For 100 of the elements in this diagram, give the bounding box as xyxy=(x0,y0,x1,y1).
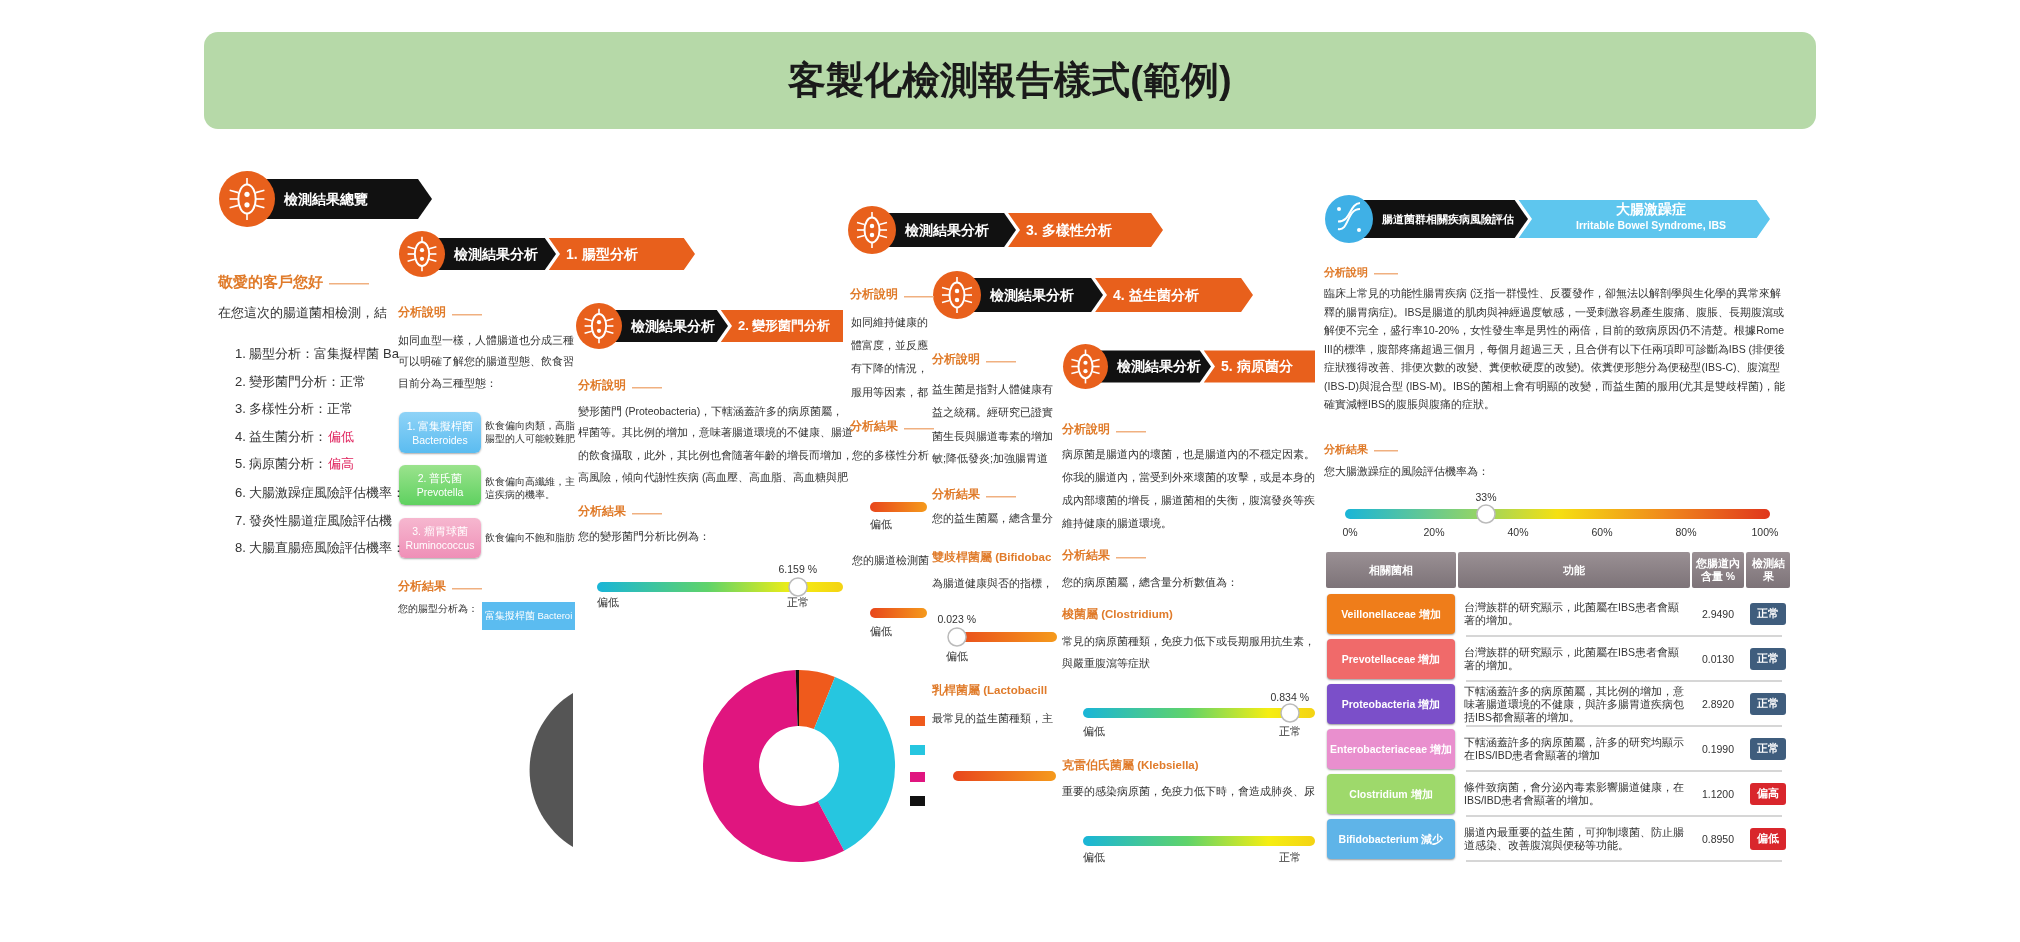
body-text: 您大腸激躁症的風險評估機率為： xyxy=(1324,465,1489,479)
axis-tick-label: 80% xyxy=(1675,526,1697,540)
gauge-label: 偏低 xyxy=(597,596,619,610)
category-description: 飲食偏向肉類，高脂腸型的人可能較難肥 xyxy=(485,419,576,445)
subheading: 乳桿菌屬 (Lactobacill xyxy=(932,682,1048,698)
banner-subtitle: 2. 變形菌門分析 xyxy=(738,317,831,335)
gauge-label: 偏低 xyxy=(870,518,892,532)
gauge-label: 偏低 xyxy=(1083,725,1105,739)
body-text: 可以明確了解您的腸道型態、飲食習 xyxy=(398,354,574,369)
title-band xyxy=(204,32,1816,129)
table-cell-text: 0.0130 xyxy=(1700,652,1736,667)
bacteria-cell: Proteobacteria 增加 xyxy=(1327,684,1455,724)
category-box xyxy=(399,465,481,505)
section-banner xyxy=(1062,343,1315,390)
status-text: 偏高 xyxy=(328,455,354,473)
section-heading: 分析說明 xyxy=(578,378,662,394)
body-text: 在您這次的腸道菌相檢測，結 xyxy=(218,304,387,322)
body-text: 有下降的情況， xyxy=(851,360,928,376)
body-text: 變形菌門 (Proteobacteria)，下轄涵蓋許多的病原菌屬， xyxy=(578,405,844,419)
gauge-label: 0.834 % xyxy=(1270,691,1310,705)
body-text: 益生菌是指對人體健康有 xyxy=(932,381,1053,397)
body-text: 目前分為三種型態： xyxy=(398,375,497,391)
body-text: 如同維持健康的 xyxy=(851,314,928,330)
gauge-label: 0.023 % xyxy=(937,613,977,627)
paragraph: 臨床上常見的功能性腸胃疾病 (泛指一群慢性、反覆發作，卻無法以解剖學與生化學的異常來解釋的腸胃病症)。IBS是腸道的肌肉與神經過度敏感，一受刺激容易產生腹痛、腹脹、長期腹瀉或解便不完全，盛行率10-20%，女性發生率是男性的兩倍，目前的致病原因仍不清楚。根據Rome III的標準，腹部疼痛超過三個月，每個月超過三天，且合併有以下任兩項即可診斷為IBS (排便後症狀獲得改善、排便次數的改變、糞便軟硬度的改變)。依糞便形態分為便秘型(IBS-C)、腹瀉型 (IBS-D)與混合型 (IBS-M)。IBS的菌相上會有明顯的改變，而益生菌的服用(尤其是雙歧桿菌)，能確實減輕IBS的腹脹與腹痛的症狀。 xyxy=(1324,286,1786,412)
table-cell-text: 下轄涵蓋許多的病原菌屬，其比例的增加，意味著腸道環境的不健康，與許多腸胃道疾病包括IBS都會顯著的增加。 xyxy=(1464,684,1685,724)
status-badge: 偏低 xyxy=(1750,828,1786,850)
body-text: 的飲食攝取，此外，其比例也會隨著年齡的增長而增加， xyxy=(578,449,853,463)
table-header-cell: 檢測結果 xyxy=(1746,552,1790,588)
section-banner xyxy=(398,230,695,278)
body-text: 您的多樣性分析 xyxy=(852,447,929,463)
axis-tick-label: 40% xyxy=(1507,526,1529,540)
category-label: 3. 瘤胃球菌 Ruminococcus xyxy=(404,524,476,552)
body-text: 菌生長與腸道毒素的增加 xyxy=(932,428,1053,444)
body-text: 你我的腸道內，當受到外來壞菌的攻擊，或是本身的 xyxy=(1062,469,1315,485)
gauge-label: 正常 xyxy=(1279,851,1301,865)
gauge-label: 偏低 xyxy=(1083,851,1105,865)
banner-title: 檢測結果分析 xyxy=(454,244,538,264)
subheading: 梭菌屬 (Clostridium) xyxy=(1062,606,1173,622)
body-text: 您的病原菌屬，總含量分析數值為： xyxy=(1062,574,1238,590)
body-text: 高風險，傾向代謝性疾病 (高血壓、高血脂、高血糖與肥 xyxy=(578,471,849,485)
body-text: 重要的感染病原菌，免疫力低下時，會造成肺炎、尿 xyxy=(1062,783,1315,799)
greeting-heading: 敬愛的客戶您好 xyxy=(218,272,369,292)
status-text: 偏低 xyxy=(328,428,354,446)
section-heading: 分析說明 xyxy=(850,287,934,303)
status-badge: 偏高 xyxy=(1750,783,1786,805)
gauge-label: 偏低 xyxy=(946,650,968,664)
status-badge: 正常 xyxy=(1750,693,1786,715)
section-heading: 分析說明 xyxy=(932,352,1016,368)
axis-tick-label: 20% xyxy=(1423,526,1445,540)
category-label: 1. 富集擬桿菌 Bacteroides xyxy=(405,418,475,447)
status-badge: 正常 xyxy=(1750,603,1786,625)
axis-tick-label: 0% xyxy=(1342,526,1358,540)
table-header-cell: 相關菌相 xyxy=(1326,552,1456,588)
section-banner xyxy=(932,270,1253,320)
body-text: 您的腸道檢測菌 xyxy=(852,552,929,568)
section-heading: 分析結果 xyxy=(1062,548,1146,564)
banner-subtitle: 3. 多樣性分析 xyxy=(1026,220,1112,240)
list-item: 2. 變形菌門分析：正常 xyxy=(235,373,367,391)
banner-subtitle: 大腸激躁症 xyxy=(1615,201,1687,217)
bacteria-cell: Bifidobacterium 減少 xyxy=(1327,819,1455,859)
result-box xyxy=(482,602,575,630)
category-box xyxy=(399,518,481,558)
category-description: 飲食偏向高纖維，主這疾病的機率。 xyxy=(485,475,576,501)
body-text: 敏;降低發炎;加強腸胃道 xyxy=(932,450,1049,466)
banner-title: 檢測結果分析 xyxy=(990,285,1074,305)
banner-title: 檢測結果總覽 xyxy=(284,189,368,209)
result-text: 富集擬桿菌 Bacteroi xyxy=(484,609,573,623)
table-cell-text: 條件致病菌，會分泌內毒素影響腸道健康，在IBS/IBD患者會顯著的增加。 xyxy=(1464,780,1685,808)
body-text: 常見的病原菌種類，免疫力低下或長期服用抗生素， xyxy=(1062,633,1315,649)
section-heading: 分析結果 xyxy=(1324,441,1398,457)
banner-title: 檢測結果分析 xyxy=(1117,357,1201,376)
subheading: 克雷伯氏菌屬 (Klebsiella) xyxy=(1062,757,1199,773)
banner-caption: Irritable Bowel Syndrome, IBS xyxy=(1575,219,1727,232)
body-text: 成內部壞菌的增長，腸道菌相的失衡，腹瀉發炎等疾 xyxy=(1062,492,1315,508)
subheading: 雙歧桿菌屬 (Bifidobac xyxy=(932,549,1052,565)
bacteria-cell: Veillonellaceae 增加 xyxy=(1327,594,1455,634)
table-header-cell: 功能 xyxy=(1458,552,1690,588)
body-text: 您的變形菌門分析比例為： xyxy=(578,528,710,544)
banner-subtitle: 1. 腸型分析 xyxy=(566,244,638,264)
body-text: 服用等因素，都 xyxy=(851,384,928,400)
section-heading: 分析說明 xyxy=(1324,264,1398,280)
axis-tick-label: 100% xyxy=(1751,526,1779,540)
banner-title: 檢測結果分析 xyxy=(631,316,715,336)
category-box xyxy=(399,412,481,453)
status-badge: 正常 xyxy=(1750,738,1786,760)
table-cell-text: 2.9490 xyxy=(1700,607,1736,622)
list-item: 5. 病原菌分析： xyxy=(235,455,328,473)
body-text: 益之統稱。經研究已證實 xyxy=(932,404,1053,420)
section-heading: 分析說明 xyxy=(398,305,482,321)
section-banner xyxy=(847,205,1163,255)
table-cell-text: 台灣族群的研究顯示，此菌屬在IBS患者會顯著的增加。 xyxy=(1464,645,1680,673)
body-text: 您的益生菌屬，總含量分 xyxy=(932,510,1053,526)
banner-subtitle: 5. 病原菌分 xyxy=(1221,357,1293,376)
body-text: 為腸道健康與否的指標， xyxy=(932,575,1053,591)
section-banner xyxy=(1324,194,1770,244)
list-item: 1. 腸型分析：富集擬桿菌 Ba xyxy=(235,345,399,361)
status-badge: 正常 xyxy=(1750,648,1786,670)
table-cell-text: 0.8950 xyxy=(1700,832,1736,847)
axis-tick-label: 60% xyxy=(1591,526,1613,540)
